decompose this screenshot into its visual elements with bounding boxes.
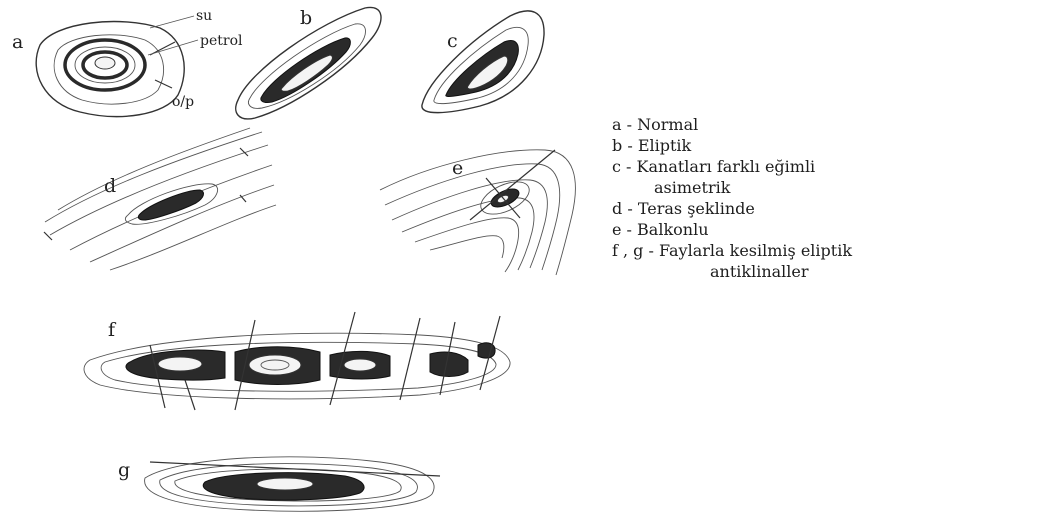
panel-f-faulted: f: [84, 312, 510, 410]
panel-e-letter: e: [452, 157, 463, 179]
panel-b-elliptic: b: [236, 7, 381, 119]
panel-a-normal: a su petrol o/p: [12, 8, 243, 117]
legend-item-e: e - Balkonlu: [612, 219, 1042, 240]
legend-item-fg: f , g - Faylarla kesilmiş eliptik: [612, 240, 1042, 261]
legend-item-a: a - Normal: [612, 114, 1042, 135]
panel-f-letter: f: [108, 319, 117, 341]
panel-d-letter: d: [104, 175, 116, 197]
oil-label: petrol: [200, 33, 243, 49]
legend-item-fg-continued: antiklinaller: [612, 261, 1042, 282]
panel-c-letter: c: [447, 30, 458, 52]
legend-item-c-continued: asimetrik: [612, 177, 1042, 198]
panel-c-asymmetric: c: [422, 11, 544, 113]
water-label: su: [196, 8, 212, 24]
panel-g-faulted: g: [118, 457, 440, 511]
legend-item-c: c - Kanatları farklı eğimli: [612, 156, 1042, 177]
panel-a-letter: a: [12, 31, 23, 53]
contact-label: o/p: [172, 94, 194, 110]
panel-b-letter: b: [300, 7, 312, 29]
panel-d-terrace: d: [44, 128, 276, 270]
legend-item-d: d - Teras şeklinde: [612, 198, 1042, 219]
panel-e-balcony: e: [380, 150, 575, 275]
legend: a - Normal b - Eliptik c - Kanatları far…: [612, 114, 1042, 282]
panel-g-letter: g: [118, 459, 130, 481]
legend-item-b: b - Eliptik: [612, 135, 1042, 156]
